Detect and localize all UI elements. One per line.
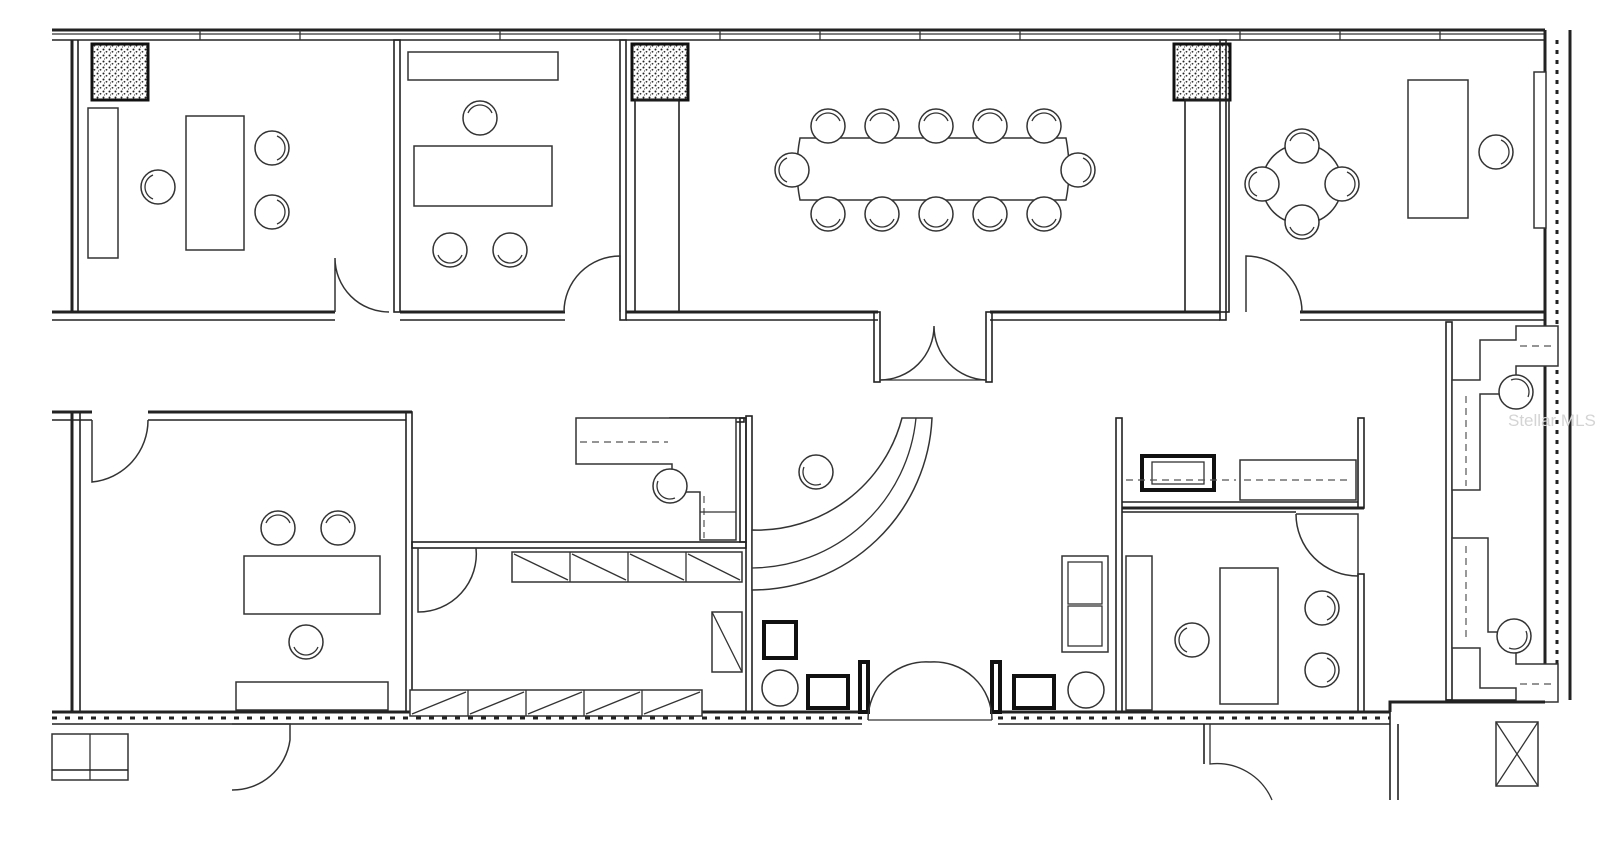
office-top-left <box>52 39 401 321</box>
office-bottom-right <box>1122 511 1365 713</box>
chair <box>864 196 900 232</box>
copier <box>1140 454 1216 492</box>
exterior-bottom-wall <box>51 700 1545 801</box>
desk <box>413 145 553 207</box>
conference-room <box>626 39 1230 383</box>
chair <box>791 447 841 497</box>
desk <box>243 555 381 615</box>
desk <box>1407 79 1469 219</box>
reception-desk <box>751 417 933 591</box>
office-bottom-left <box>52 410 413 713</box>
chair <box>1478 134 1514 170</box>
chair <box>1026 196 1062 232</box>
structural-column <box>630 42 690 102</box>
lobby-seating-left <box>711 611 850 710</box>
door-swing <box>334 257 390 313</box>
door-swing <box>231 723 291 791</box>
side-table <box>761 669 799 707</box>
file-cabinets-lower <box>409 689 703 717</box>
desk <box>1219 567 1279 705</box>
credenza <box>1125 555 1153 711</box>
chair <box>260 510 296 546</box>
chair <box>1174 622 1210 658</box>
exterior-top-wall <box>52 28 1545 41</box>
main-entry <box>858 660 1002 721</box>
chair <box>810 196 846 232</box>
workstation <box>1451 537 1559 703</box>
chair <box>1026 108 1062 144</box>
workstation-center-left <box>575 417 747 543</box>
watermark-text: Stellar MLS <box>1508 411 1596 430</box>
lobby-seating-right <box>1012 417 1123 713</box>
workstation <box>1451 325 1559 491</box>
structural-column <box>1172 42 1232 102</box>
chair <box>140 169 176 205</box>
chair <box>810 108 846 144</box>
credenza <box>407 51 559 81</box>
file-room <box>409 415 753 717</box>
exterior-left-wall <box>70 40 81 712</box>
office-top-right <box>1244 71 1547 321</box>
double-door-swing <box>879 325 987 381</box>
file-cabinets-upper <box>511 551 743 583</box>
door-swing <box>417 547 478 613</box>
credenza <box>87 107 119 259</box>
chair <box>492 232 528 268</box>
chair <box>918 108 954 144</box>
chair <box>254 130 290 166</box>
workstation <box>575 417 737 541</box>
chair <box>1304 652 1340 688</box>
chair <box>1244 166 1280 202</box>
door-swing <box>563 255 621 313</box>
chair <box>462 100 498 136</box>
credenza <box>1533 71 1547 229</box>
chair <box>254 194 290 230</box>
conference-table <box>796 137 1070 201</box>
chair <box>1060 152 1096 188</box>
chair <box>972 108 1008 144</box>
chair <box>918 196 954 232</box>
desk <box>185 115 245 251</box>
lounge-chair <box>1012 674 1056 710</box>
chair <box>1324 166 1360 202</box>
lounge-chair <box>762 620 798 660</box>
workstation-cluster-right <box>1445 321 1559 703</box>
structural-column <box>90 42 150 102</box>
chair <box>864 108 900 144</box>
double-door-swing <box>867 661 993 721</box>
door-swing <box>91 419 149 483</box>
copy-nook <box>1122 417 1365 510</box>
chair <box>320 510 356 546</box>
credenza <box>235 681 389 711</box>
chair <box>1284 204 1320 240</box>
lounge-chair <box>806 674 850 710</box>
door-swing <box>1245 255 1303 313</box>
side-table <box>1067 671 1105 709</box>
chair <box>288 624 324 660</box>
door-swing <box>1295 513 1359 577</box>
chair <box>972 196 1008 232</box>
chair <box>774 152 810 188</box>
chair <box>1304 590 1340 626</box>
chair <box>1284 128 1320 164</box>
office-top-second <box>400 39 627 321</box>
chair <box>432 232 468 268</box>
